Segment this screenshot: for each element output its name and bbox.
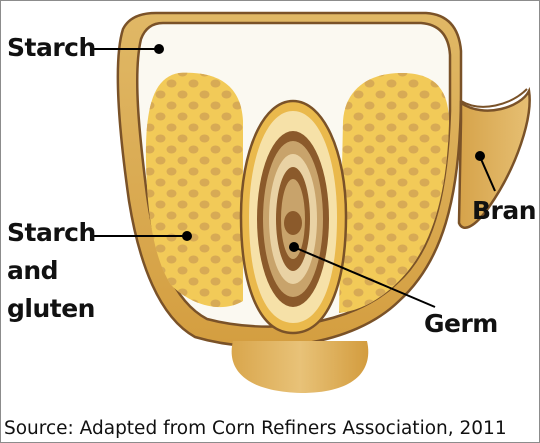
callout-germ — [289, 242, 436, 308]
label-starch-and-gluten-line3: gluten — [7, 294, 95, 323]
label-starch-and-gluten-line1: Starch — [7, 218, 96, 247]
label-starch-and-gluten-line2: and — [7, 256, 59, 285]
callout-starch-gluten — [93, 231, 192, 241]
source-caption: Source: Adapted from Corn Refiners Assoc… — [4, 418, 507, 439]
callout-bran — [475, 151, 496, 192]
label-starch: Starch — [7, 33, 96, 62]
callout-starch — [93, 44, 164, 54]
starch-gluten-region — [145, 72, 449, 313]
label-bran: Bran — [472, 196, 537, 225]
label-germ: Germ — [424, 309, 498, 338]
germ — [239, 99, 348, 335]
